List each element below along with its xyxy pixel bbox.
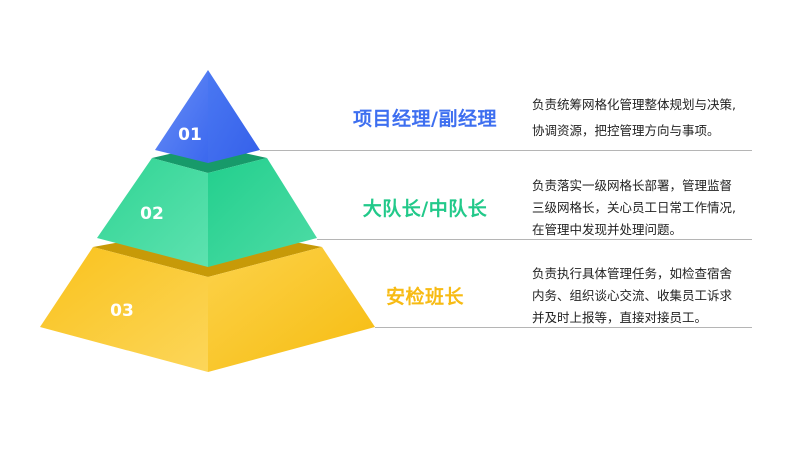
description-line: 协调资源，把控管理方向与事项。	[532, 123, 720, 138]
description-line: 负责落实一级网格长部署，管理监督	[532, 178, 733, 193]
level-title: 安检班长	[385, 286, 464, 308]
divider-line	[260, 150, 752, 151]
description-line: 内务、组织谈心交流、收集员工诉求	[532, 288, 733, 303]
level-title: 项目经理/副经理	[353, 108, 497, 130]
divider-line	[317, 239, 752, 240]
tier-number: 02	[140, 204, 164, 224]
level-description: 负责落实一级网格长部署，管理监督 三级网格长，关心员工日常工作情况, 在管理中发…	[532, 175, 772, 241]
description-line: 负责统筹网格化管理整体规划与决策,	[532, 97, 736, 112]
description-line: 并及时上报等，直接对接员工。	[532, 310, 708, 325]
level-description: 负责统筹网格化管理整体规划与决策, 协调资源，把控管理方向与事项。	[532, 92, 772, 144]
tier-number: 01	[178, 125, 202, 145]
description-line: 三级网格长，关心员工日常工作情况,	[532, 200, 736, 215]
pyramid-tier-1: 01	[155, 70, 260, 163]
divider-line	[375, 327, 752, 328]
tier-number: 03	[110, 301, 134, 321]
level-title: 大队长/中队长	[362, 198, 488, 220]
description-line: 在管理中发现并处理问题。	[532, 222, 683, 237]
level-description: 负责执行具体管理任务，如检查宿舍 内务、组织谈心交流、收集员工诉求 并及时上报等…	[532, 263, 772, 329]
description-line: 负责执行具体管理任务，如检查宿舍	[532, 266, 733, 281]
